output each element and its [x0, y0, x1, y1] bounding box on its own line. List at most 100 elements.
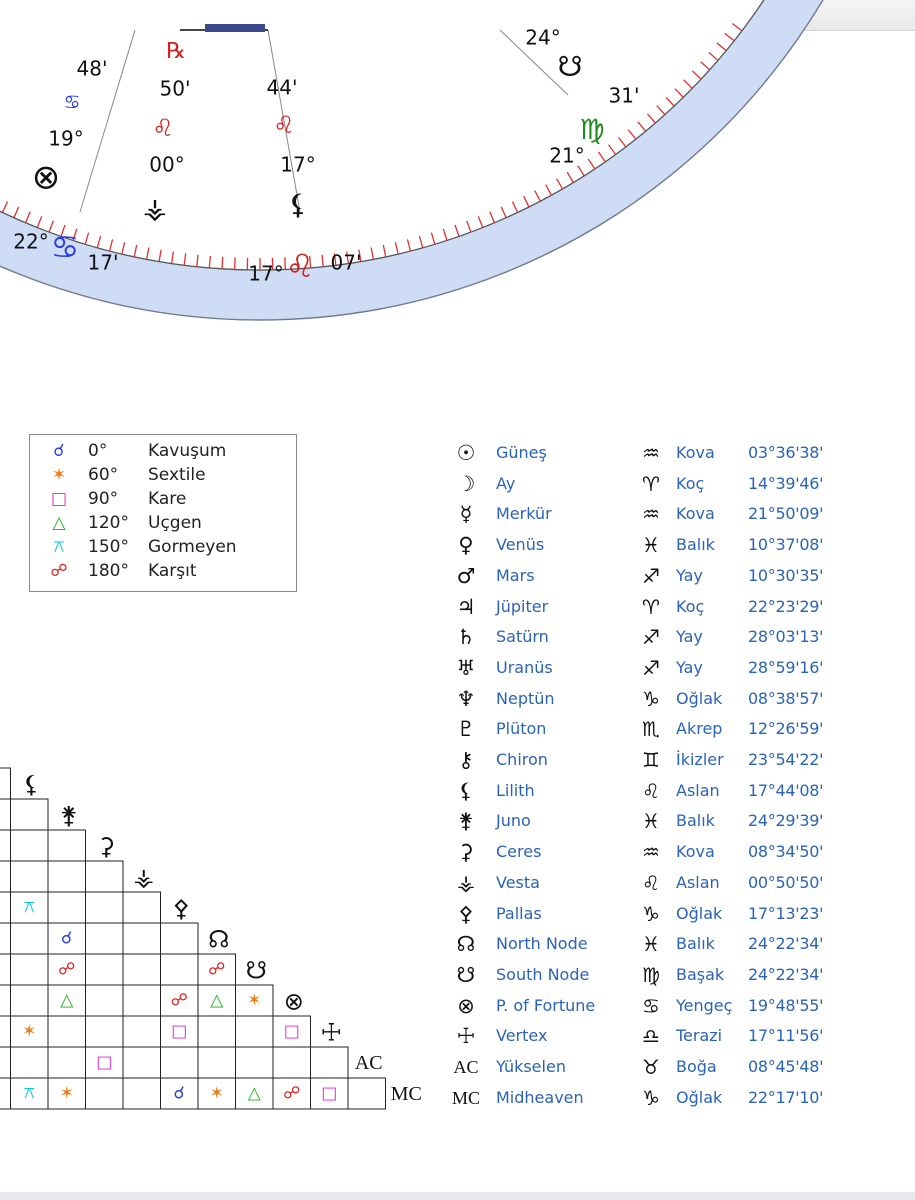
degree-tick — [618, 136, 627, 148]
aspect-cell — [10, 1015, 49, 1048]
grid-header-icon: ☋ — [246, 957, 267, 985]
aspect-cell — [197, 1077, 236, 1110]
planet-degree: 10°37'08' — [748, 535, 824, 555]
sign-name: Boğa — [676, 1057, 717, 1076]
sign-glyph-icon: ♒ — [642, 840, 660, 865]
wheel-label: ♋ — [51, 228, 80, 266]
wheel-label: ⊗ — [32, 158, 61, 198]
sign-glyph-icon: ♐ — [642, 625, 660, 650]
cusp-bar — [205, 24, 265, 32]
aspect-cell — [160, 953, 199, 986]
wheel-label: ♌ — [273, 111, 295, 139]
planet-glyph-icon: ☿ — [459, 502, 473, 527]
wheel-label: ♌ — [152, 114, 174, 142]
grid-header-icon: ⚴ — [172, 895, 190, 923]
sign-glyph-icon: ♍ — [642, 962, 660, 987]
aspect-mark: ☍ — [283, 1084, 300, 1104]
aspect-mark: ☌ — [61, 929, 72, 949]
legend-row: ☍180°Karşıt — [30, 559, 296, 583]
aspect-symbol-icon: □ — [50, 489, 68, 509]
degree-tick — [545, 184, 553, 196]
aspect-cell — [10, 829, 49, 862]
wheel-label: 44' — [267, 76, 298, 100]
aspect-mark: △ — [60, 991, 74, 1011]
planet-glyph-icon: AC — [453, 1057, 479, 1077]
aspect-cell — [160, 984, 199, 1017]
degree-tick — [656, 105, 666, 116]
planet-name: North Node — [496, 934, 588, 954]
planet-name: Yükselen — [496, 1057, 566, 1076]
aspect-symbol-icon: ⚻ — [53, 537, 65, 557]
sign-glyph-icon: ♏ — [642, 717, 660, 742]
degree-tick — [382, 244, 387, 257]
aspect-mark: □ — [284, 1022, 300, 1042]
aspect-cell — [85, 891, 124, 924]
sign-glyph-icon: ♈ — [642, 594, 660, 619]
aspect-cell — [10, 798, 49, 831]
sign-name: Yay — [676, 627, 703, 647]
planet-glyph-icon: ♂ — [456, 563, 476, 588]
degree-tick — [158, 249, 162, 262]
planet-name: Güneş — [496, 443, 547, 462]
aspect-mark: ✶ — [247, 991, 261, 1011]
aspect-name: Kavuşum — [148, 441, 227, 461]
aspect-mark: ⚻ — [24, 898, 35, 918]
planet-glyph-icon: ⚸ — [458, 778, 474, 803]
sign-name: Kova — [676, 443, 715, 462]
aspect-cell — [85, 1077, 124, 1110]
sign-glyph-icon: ♓ — [642, 533, 660, 558]
aspect-symbol-icon: ✶ — [51, 465, 67, 485]
sign-name: Terazi — [676, 1026, 723, 1046]
degree-tick — [370, 247, 375, 260]
planet-name: Pallas — [496, 903, 542, 923]
wheel-shapes — [0, 0, 824, 321]
wheel-label: 24° — [525, 26, 560, 50]
planet-degree: 10°30'35' — [748, 565, 824, 585]
wheel-label: 50' — [160, 77, 191, 101]
planet-degree: 19°48'55' — [748, 995, 824, 1015]
aspect-name: Kare — [148, 489, 187, 509]
aspect-cell — [0, 798, 11, 831]
wheel-label: 21° — [549, 144, 584, 168]
sign-glyph-icon: ♈ — [642, 471, 660, 496]
degree-tick — [665, 96, 675, 107]
sign-name: Koç — [676, 596, 705, 616]
degree-tick — [466, 220, 472, 233]
planet-glyph-icon: ♇ — [456, 717, 476, 742]
aspect-mark: ☍ — [208, 960, 225, 980]
aspect-cell — [10, 922, 49, 955]
aspect-cell — [235, 1046, 274, 1079]
aspect-cell — [0, 767, 11, 800]
aspect-mark: ✶ — [60, 1084, 74, 1104]
sign-name: Koç — [676, 473, 705, 493]
planet-name: Lilith — [496, 780, 535, 800]
planet-name: Ay — [496, 473, 516, 493]
planet-name: Venüs — [496, 535, 545, 555]
sign-name: Yay — [676, 565, 703, 585]
planet-degree: 28°03'13' — [748, 627, 824, 647]
aspect-cell — [10, 1046, 49, 1079]
planet-degree: 24°22'34' — [748, 964, 824, 984]
degree-tick — [145, 247, 150, 260]
grid-header-icon: ⚷ — [0, 740, 3, 768]
aspect-cell — [47, 829, 86, 862]
planet-degree: 23°54'22' — [748, 750, 824, 769]
degree-tick — [454, 224, 460, 237]
sign-glyph-icon: ♐ — [642, 655, 660, 680]
aspect-cell — [0, 984, 11, 1017]
degree-tick — [608, 144, 617, 155]
aspect-cell — [0, 891, 11, 924]
aspect-mark: ☍ — [171, 991, 188, 1011]
planet-name: South Node — [496, 964, 590, 984]
aspect-cell — [47, 891, 86, 924]
aspect-cell — [310, 1046, 349, 1079]
